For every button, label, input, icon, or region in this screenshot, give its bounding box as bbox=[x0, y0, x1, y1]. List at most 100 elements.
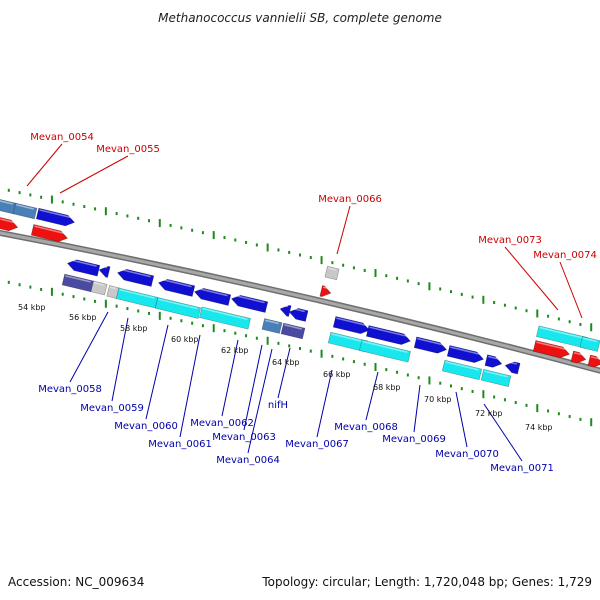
feature-mevan-0070-highlight bbox=[445, 361, 479, 371]
gene-label-nifh[interactable]: nifH bbox=[268, 400, 288, 411]
feature-mevan-0071-highlight bbox=[484, 370, 508, 378]
tick-mark bbox=[331, 261, 334, 265]
feature-blue-08-shape bbox=[446, 345, 485, 363]
tick-mark bbox=[309, 256, 312, 260]
tick-mark bbox=[450, 290, 452, 294]
gene-label-mevan-0055[interactable]: Mevan_0055 bbox=[96, 144, 160, 155]
leader-mevan-0062 bbox=[221, 339, 239, 417]
leader-mevan-0064 bbox=[247, 348, 273, 454]
feature-blue-03 bbox=[193, 287, 232, 306]
tick-mark bbox=[557, 412, 560, 416]
gene-label-mevan-0058[interactable]: Mevan_0058 bbox=[38, 384, 102, 395]
leader-mevan-0061 bbox=[179, 334, 201, 438]
feature-red-06-highlight bbox=[590, 355, 600, 360]
tick-mark bbox=[590, 323, 593, 332]
tick-mark bbox=[158, 219, 161, 228]
gene-label-mevan-0067[interactable]: Mevan_0067 bbox=[285, 439, 349, 450]
tick-rows bbox=[7, 188, 593, 427]
genome-summary: Topology: circular; Length: 1,720,048 bp… bbox=[261, 575, 592, 589]
feature-blue-07-highlight bbox=[417, 337, 445, 346]
feature-mevan-0074 bbox=[579, 336, 600, 352]
tick-mark bbox=[158, 311, 161, 320]
leader-mevan-0063 bbox=[243, 344, 263, 431]
feature-red-05 bbox=[570, 350, 587, 364]
gene-label-mevan-0069[interactable]: Mevan_0069 bbox=[382, 434, 446, 445]
gene-label-mevan-0064[interactable]: Mevan_0064 bbox=[216, 455, 280, 466]
feature-blue-03-shape bbox=[193, 288, 232, 306]
tick-mark bbox=[590, 418, 593, 427]
tick-mark bbox=[40, 287, 43, 291]
feature-mevan-0063-shape bbox=[261, 318, 283, 334]
tick-mark bbox=[503, 398, 506, 402]
lower-tick-row bbox=[7, 280, 593, 427]
feature-blue-small-03-shape bbox=[288, 308, 309, 322]
feature-mevan-0056 bbox=[35, 207, 75, 227]
tick-mark bbox=[352, 266, 355, 270]
tick-mark bbox=[115, 212, 118, 216]
tick-mark bbox=[547, 314, 550, 318]
feature-blue-small-03 bbox=[288, 307, 309, 322]
tick-mark bbox=[568, 415, 571, 419]
tick-mark bbox=[223, 236, 226, 240]
feature-red-05-highlight bbox=[573, 351, 584, 356]
gene-label-mevan-0061[interactable]: Mevan_0061 bbox=[148, 439, 212, 450]
tick-mark bbox=[331, 354, 334, 358]
gene-label-mevan-0068[interactable]: Mevan_0068 bbox=[334, 422, 398, 433]
tick-mark bbox=[493, 301, 496, 305]
tick-mark bbox=[72, 295, 75, 299]
feature-mevan-0063 bbox=[261, 318, 283, 334]
gene-label-mevan-0054[interactable]: Mevan_0054 bbox=[30, 132, 94, 143]
feature-mevan-0059-highlight bbox=[93, 281, 104, 286]
tick-mark bbox=[137, 216, 140, 220]
leader-mevan-0074 bbox=[559, 261, 583, 319]
feature-mevan-0073-highlight bbox=[539, 326, 585, 339]
leader-mevan-0069 bbox=[413, 384, 421, 433]
tick-mark bbox=[212, 231, 215, 240]
feature-red-06 bbox=[587, 354, 600, 368]
tick-mark bbox=[514, 306, 517, 310]
feature-blue-09-shape bbox=[484, 354, 503, 368]
gene-label-mevan-0062[interactable]: Mevan_0062 bbox=[190, 418, 254, 429]
gene-label-mevan-0063[interactable]: Mevan_0063 bbox=[212, 432, 276, 443]
feature-mevan-0068 bbox=[359, 339, 411, 363]
scale-label-54kbp: 54 kbp bbox=[18, 303, 46, 312]
tick-mark bbox=[126, 307, 129, 311]
tick-mark bbox=[104, 299, 107, 308]
feature-mevan-0057 bbox=[66, 258, 101, 277]
scale-label-72kbp: 72 kbp bbox=[475, 409, 503, 418]
gene-label-mevan-0071[interactable]: Mevan_0071 bbox=[490, 463, 554, 474]
gene-label-mevan-0066[interactable]: Mevan_0066 bbox=[318, 194, 382, 205]
scale-label-64kbp: 64 kbp bbox=[272, 358, 300, 367]
tick-mark bbox=[579, 417, 582, 421]
feature-red-03-highlight bbox=[322, 286, 330, 290]
feature-blue-01 bbox=[116, 268, 155, 287]
tick-mark bbox=[568, 320, 571, 324]
feature-mevan-0068-highlight bbox=[362, 340, 408, 353]
scale-label-62kbp: 62 kbp bbox=[221, 346, 249, 355]
feature-mevan-0057-highlight bbox=[69, 258, 97, 267]
feature-mevan-0057-shape bbox=[66, 259, 101, 277]
feature-blue-04-shape bbox=[230, 295, 269, 313]
feature-blue-02-highlight bbox=[160, 278, 192, 288]
gene-label-mevan-0060[interactable]: Mevan_0060 bbox=[114, 421, 178, 432]
feature-blue-small-02-highlight bbox=[281, 304, 289, 308]
feature-blue-small-01-highlight bbox=[100, 265, 108, 269]
feature-blue-04 bbox=[230, 294, 269, 313]
tick-mark bbox=[245, 334, 248, 338]
gene-label-mevan-0059[interactable]: Mevan_0059 bbox=[80, 403, 144, 414]
feature-blue-10-highlight bbox=[506, 360, 517, 365]
tick-mark bbox=[61, 292, 64, 296]
tick-mark bbox=[7, 188, 10, 192]
gene-label-mevan-0073[interactable]: Mevan_0073 bbox=[478, 235, 542, 246]
feature-blue-10-shape bbox=[504, 361, 521, 375]
leader-mevan-0066 bbox=[336, 205, 351, 255]
feature-mevan-0058-shape bbox=[61, 273, 95, 293]
gene-label-mevan-0074[interactable]: Mevan_0074 bbox=[533, 250, 597, 261]
scale-label-70kbp: 70 kbp bbox=[424, 395, 452, 404]
feature-mevan-0054-highlight bbox=[0, 199, 13, 205]
tick-mark bbox=[406, 279, 409, 283]
feature-mevan-0070 bbox=[441, 359, 483, 381]
feature-grey-small-highlight bbox=[109, 286, 117, 290]
gene-label-mevan-0070[interactable]: Mevan_0070 bbox=[435, 449, 499, 460]
tick-mark bbox=[396, 370, 399, 374]
